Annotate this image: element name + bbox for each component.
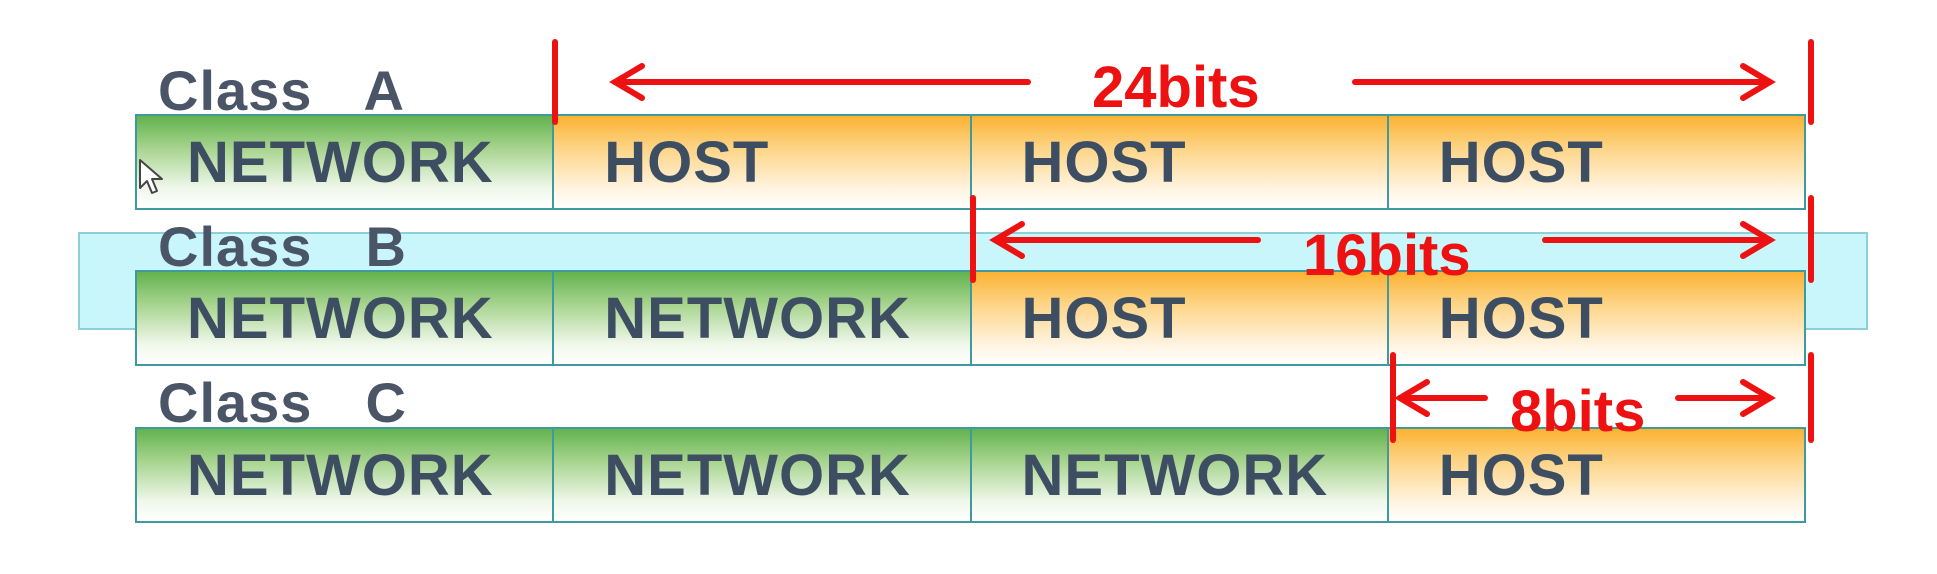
class-a-arrowhead-left: [609, 63, 645, 101]
class-b-cell-3: HOST: [969, 270, 1389, 366]
cell-label: NETWORK: [1021, 442, 1329, 508]
class-a-cell-1: NETWORK: [135, 114, 555, 210]
class-c-cell-1: NETWORK: [135, 427, 555, 523]
cell-label: NETWORK: [187, 442, 494, 508]
class-a-cell-4: HOST: [1386, 114, 1806, 210]
cell-label: HOST: [1438, 285, 1604, 351]
cell-label: NETWORK: [187, 285, 494, 351]
cell-label: NETWORK: [604, 442, 911, 508]
class-c-label: Class C: [158, 371, 407, 434]
class-a-bits-label: 24bits: [1092, 55, 1260, 120]
class-c-cell-2: NETWORK: [552, 427, 972, 523]
class-b-cell-2: NETWORK: [552, 270, 972, 366]
class-b-cell-4: HOST: [1386, 270, 1806, 366]
class-c-arrowhead-left: [1394, 379, 1430, 417]
class-b-cell-1: NETWORK: [135, 270, 555, 366]
class-b-arrowhead-left: [989, 221, 1025, 259]
class-b-row: NETWORK NETWORK HOST HOST: [135, 270, 1812, 366]
class-c-bits-label: 8bits: [1510, 379, 1646, 444]
class-c-row: NETWORK NETWORK NETWORK HOST: [135, 427, 1812, 523]
cell-label: HOST: [604, 129, 770, 195]
class-c-arrowhead-right: [1740, 379, 1776, 417]
cell-label: NETWORK: [604, 285, 911, 351]
mouse-pointer-icon: [139, 159, 163, 194]
class-b-bits-label: 16bits: [1303, 223, 1471, 288]
class-b-label: Class B: [158, 215, 407, 278]
class-c-cell-4: HOST: [1386, 427, 1806, 523]
cell-label: HOST: [1438, 442, 1604, 508]
class-b-arrowhead-right: [1740, 221, 1776, 259]
class-a-label: Class A: [158, 59, 405, 122]
cell-label: NETWORK: [187, 129, 494, 195]
class-a-cell-2: HOST: [552, 114, 972, 210]
class-a-row: NETWORK HOST HOST HOST: [135, 114, 1812, 210]
cell-label: HOST: [1021, 285, 1187, 351]
cell-label: HOST: [1438, 129, 1604, 195]
class-a-cell-3: HOST: [969, 114, 1389, 210]
class-c-cell-3: NETWORK: [969, 427, 1389, 523]
cell-label: HOST: [1021, 129, 1187, 195]
class-a-arrowhead-right: [1740, 63, 1776, 101]
